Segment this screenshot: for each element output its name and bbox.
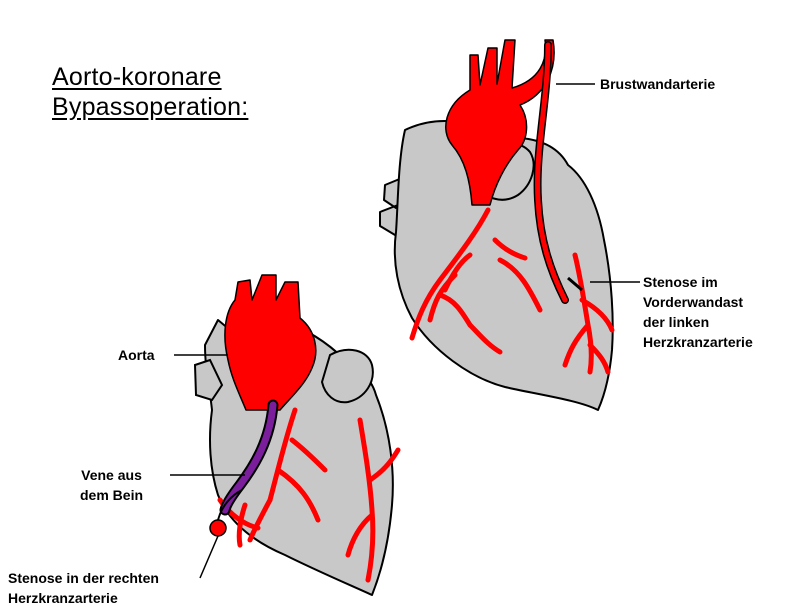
label-aorta: Aorta — [118, 345, 155, 365]
label-vene-line-2: dem Bein — [80, 485, 143, 505]
label-stenose-links-line-4: Herzkranzarterie — [643, 332, 753, 352]
label-vene-line-1: Vene aus — [80, 465, 143, 485]
heart-left — [195, 275, 398, 595]
label-stenose-links-line-2: Vorderwandast — [643, 292, 753, 312]
label-vene: Vene aus dem Bein — [80, 465, 143, 505]
label-stenose-rechts-line-1: Stenose in der rechten — [8, 568, 159, 588]
title-line-1: Aorto-koronare — [52, 62, 248, 92]
label-stenose-rechts: Stenose in der rechten Herzkranzarterie — [8, 568, 159, 608]
label-stenose-links-line-1: Stenose im — [643, 272, 753, 292]
title-line-2: Bypassoperation: — [52, 92, 248, 122]
label-stenose-links: Stenose im Vorderwandast der linken Herz… — [643, 272, 753, 352]
label-stenose-links-line-3: der linken — [643, 312, 753, 332]
label-brustwandarterie: Brustwandarterie — [600, 74, 715, 94]
diagram-title: Aorto-koronare Bypassoperation: — [52, 62, 248, 122]
heart-right — [380, 40, 613, 410]
stenosis-right-marker — [210, 520, 226, 536]
label-stenose-rechts-line-2: Herzkranzarterie — [8, 588, 159, 608]
leader-stenose-rechts — [200, 536, 218, 578]
